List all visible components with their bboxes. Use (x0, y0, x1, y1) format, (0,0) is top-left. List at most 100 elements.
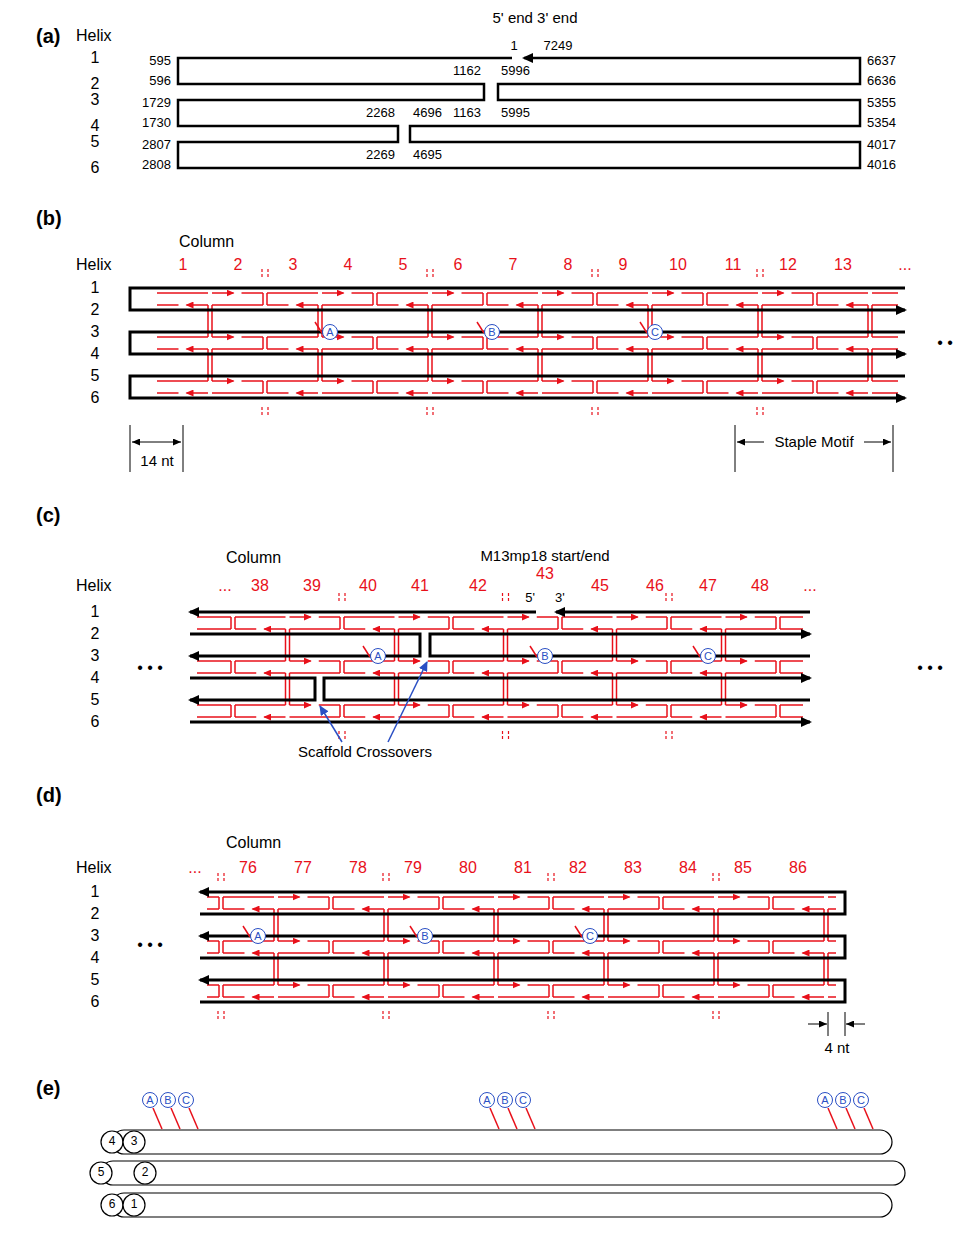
staple-strand (553, 996, 575, 998)
crossover-callout: B (497, 1092, 513, 1108)
position-number: 595 (148, 54, 172, 68)
column-number: 13 (833, 256, 853, 274)
staple-crossover (779, 617, 781, 629)
staple-strand (212, 304, 263, 306)
staple-strand (498, 952, 549, 954)
staple-strand (278, 896, 300, 898)
staple-strand (707, 380, 758, 382)
staple-strand (542, 348, 593, 350)
staple-strand (562, 660, 613, 662)
staple-strand (235, 616, 286, 618)
helix-number: 6 (108, 1198, 117, 1211)
position-number: 4017 (866, 138, 897, 152)
staple-crossover (561, 661, 563, 673)
callout-letter: A (254, 931, 261, 942)
scaffold-strand (200, 936, 845, 958)
staple-crossover (452, 661, 454, 673)
staple-strand (487, 348, 509, 350)
staple-strand (428, 616, 449, 618)
axis-label: Column (178, 233, 235, 251)
staple-strand (828, 952, 836, 954)
staple-strand (197, 628, 231, 630)
staple-crossover (702, 381, 704, 393)
axis-label: • • • (136, 936, 164, 954)
staple-crossover (376, 293, 378, 305)
staple-strand (617, 672, 668, 674)
staple-crossover (592, 293, 594, 305)
column-number: 10 (668, 256, 688, 274)
staple-strand (847, 348, 869, 350)
staple-strand (443, 940, 494, 942)
axis-label: 5 (90, 133, 101, 151)
staple-strand (780, 616, 803, 618)
axis-label: Column (225, 834, 282, 852)
staple-crossover (658, 941, 660, 953)
staple-strand (726, 672, 777, 674)
staple-strand (443, 908, 465, 910)
staple-strand (197, 616, 231, 618)
staple-crossover (706, 337, 708, 349)
staple-crossover (596, 293, 598, 305)
staple-strand (726, 660, 747, 662)
motif-mark (432, 407, 433, 417)
staple-strand (453, 716, 474, 718)
staple-strand (418, 984, 440, 986)
staple-strand (333, 996, 355, 998)
staple-strand (333, 952, 355, 954)
position-number: 6637 (866, 54, 897, 68)
crossover-callout: C (515, 1092, 531, 1108)
scaffold-strand (190, 721, 810, 724)
staple-strand (755, 704, 776, 706)
staple-strand (267, 336, 318, 338)
column-number: 78 (348, 859, 368, 877)
column-number: 45 (590, 577, 610, 595)
staple-crossover (442, 985, 444, 997)
column-number: 82 (568, 859, 588, 877)
motif-mark (382, 873, 383, 883)
staple-strand (333, 984, 384, 986)
staple-strand (652, 348, 703, 350)
position-number: 1729 (141, 96, 172, 110)
staple-strand (718, 996, 769, 998)
motif-mark (502, 731, 503, 741)
staple-strand (388, 940, 410, 942)
staple-strand (487, 292, 538, 294)
crossover-callout: B (417, 928, 433, 944)
staple-strand (537, 616, 558, 618)
staple-strand (707, 292, 758, 294)
staple-strand (517, 392, 539, 394)
staple-strand (453, 672, 474, 674)
staple-strand (453, 660, 504, 662)
position-number: 4696 (412, 106, 443, 120)
staple-strand (780, 716, 803, 718)
axis-label: • • • (136, 659, 164, 677)
staple-crossover (332, 941, 334, 953)
staple-crossover (343, 705, 345, 717)
staple-strand (682, 380, 704, 382)
staple-strand (762, 392, 813, 394)
staple-crossover (552, 941, 554, 953)
crossover-callout: A (250, 928, 266, 944)
staple-crossover (557, 705, 559, 717)
helix-end (123, 1194, 145, 1216)
staple-strand (363, 908, 385, 910)
staple-strand (498, 896, 520, 898)
staple-strand (223, 940, 274, 942)
staple-strand (872, 348, 898, 350)
crossover-callout: A (370, 648, 386, 664)
staple-strand (253, 952, 275, 954)
staple-strand (508, 628, 559, 630)
staple-strand (671, 672, 692, 674)
crossover-callout: B (537, 648, 553, 664)
staple-crossover (557, 617, 559, 629)
staple-strand (773, 908, 795, 910)
staple-strand (780, 660, 803, 662)
staple-strand (212, 292, 234, 294)
helix-end (90, 1162, 112, 1184)
crossover-mark (490, 1108, 499, 1129)
scaffold-strand (130, 376, 905, 398)
staple-strand (652, 380, 674, 382)
staple-crossover (658, 985, 660, 997)
staple-strand (572, 380, 594, 382)
staple-strand (157, 392, 179, 394)
